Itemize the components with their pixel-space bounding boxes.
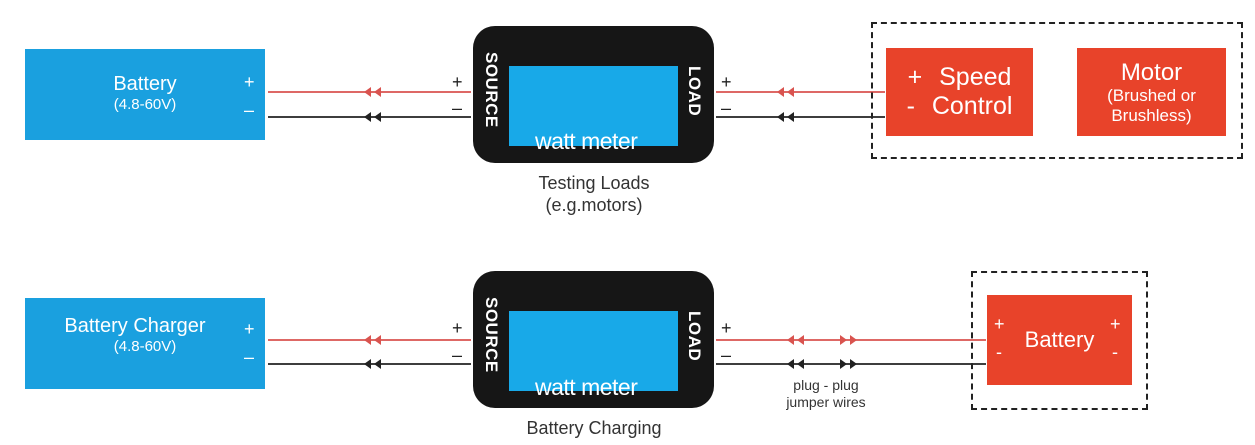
speed-control-control: Control [931,92,1013,120]
meter-name: watt meter [535,374,638,400]
meter-plus-right: + [721,318,732,338]
load-battery-box: Battery [987,295,1132,385]
arrowhead [374,359,381,369]
load-battery-plus-right: + [1110,314,1121,334]
motor-box: Motor (Brushed or Brushless) [1077,48,1226,136]
battery-plus-label: + [244,72,255,92]
arrowhead [840,359,847,369]
meter-plus-left: + [452,72,463,92]
charger-minus-label: – [244,347,255,367]
arrowhead [374,335,381,345]
arrowhead [364,359,371,369]
load-battery-title: Battery [1024,327,1095,352]
meter-name: watt meter [535,128,638,154]
charger-plus-label: + [244,319,255,339]
speed-control-box: + Speed - Control [886,48,1033,136]
battery-minus-label: – [244,100,255,120]
meter-minus-left: – [452,345,463,365]
meter-minus-right: – [721,345,732,365]
arrowhead [787,87,794,97]
arrowhead [364,87,371,97]
arrowhead [797,335,804,345]
arrowhead [364,112,371,122]
arrowhead [374,112,381,122]
load-battery-minus-left: - [996,342,1002,362]
load-battery-minus-right: - [1112,342,1118,362]
meter-plus-right: + [721,72,732,92]
motor-line-3: Brushless) [1111,105,1192,125]
testing-loads-caption: Testing Loads (e.g.motors) [494,172,694,216]
caption-line-2: (e.g.motors) [545,195,643,215]
arrowhead [364,335,371,345]
battery-dashed-box [971,271,1148,410]
charger-title: Battery Charger [64,314,206,337]
charger-range: (4.8-60V) [113,337,177,355]
jumper-wires-label: plug - plug jumper wires [766,377,886,411]
battery-box: Battery (4.8-60V) [25,49,265,140]
jumper-line-2: jumper wires [786,394,866,410]
arrowhead [850,335,857,345]
speed-control-line-2: - Control [907,92,1013,121]
arrowhead [777,87,784,97]
arrowhead [840,335,847,345]
speed-control-speed: Speed [939,63,1012,91]
motor-line-2: (Brushed or [1107,85,1196,105]
meter-source-label: SOURCE [482,52,501,128]
meter-screen [509,311,678,391]
motor-title: Motor [1120,58,1183,86]
charger-box: Battery Charger (4.8-60V) [25,298,265,389]
arrowhead [787,112,794,122]
caption-line-1: Testing Loads [538,173,650,193]
arrowhead [777,112,784,122]
load-battery-plus-left: + [994,314,1005,334]
watt-meter-bottom: SOURCE LOAD watt meter [473,271,714,408]
meter-screen [509,66,678,146]
battery-title: Battery [113,72,177,95]
jumper-line-1: plug - plug [793,377,859,393]
arrowhead [787,335,794,345]
load-group-dashed-box [871,22,1243,159]
speed-control-plus: + [907,63,923,91]
meter-plus-left: + [452,318,463,338]
meter-load-label: LOAD [685,311,704,362]
speed-control-minus: - [906,92,915,120]
meter-minus-left: – [452,98,463,118]
arrowhead [797,359,804,369]
watt-meter-top: SOURCE LOAD watt meter [473,26,714,163]
battery-range: (4.8-60V) [113,95,177,113]
meter-load-label: LOAD [685,66,704,117]
arrowhead [850,359,857,369]
battery-charging-caption: Battery Charging [526,418,662,438]
speed-control-line-1: + Speed [908,63,1012,92]
meter-source-label: SOURCE [482,297,501,373]
meter-minus-right: – [721,98,732,118]
arrowhead [787,359,794,369]
arrowhead [374,87,381,97]
